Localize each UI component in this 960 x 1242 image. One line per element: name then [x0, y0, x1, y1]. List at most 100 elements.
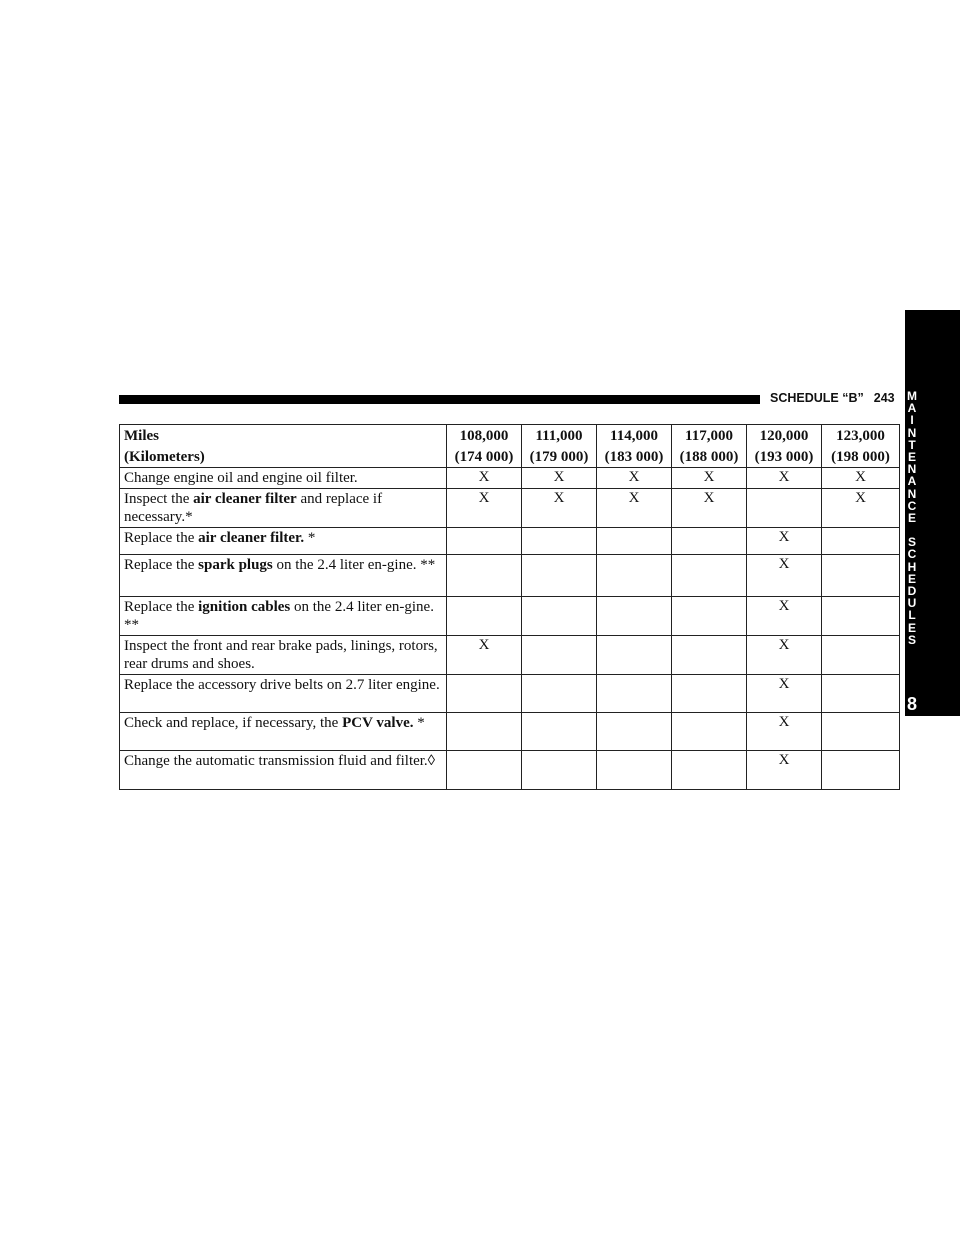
- service-mark-cell: [596, 712, 672, 751]
- interval-header-cell: 114,000 (183 000): [596, 424, 672, 468]
- tab-letter: I: [910, 413, 914, 428]
- interval-kilometers: (198 000): [831, 449, 890, 465]
- service-mark-cell: [521, 596, 597, 636]
- service-mark-cell: X: [746, 674, 822, 713]
- running-header: SCHEDULE “B” 243: [770, 391, 895, 405]
- service-mark-cell: [521, 527, 597, 555]
- tab-letter: A: [907, 401, 917, 416]
- service-mark-cell: X: [521, 467, 597, 489]
- interval-miles: 120,000: [759, 428, 809, 444]
- service-text: Replace the: [124, 599, 199, 615]
- service-text: Replace the: [124, 530, 199, 546]
- interval-kilometers: (179 000): [529, 449, 589, 465]
- service-mark-cell: [821, 674, 900, 713]
- service-mark-cell: [821, 750, 900, 790]
- service-text: *: [304, 530, 316, 546]
- tab-letter: E: [907, 510, 916, 525]
- service-mark-cell: X: [746, 596, 822, 636]
- service-text: on the 2.4 liter en-gine. **: [272, 557, 436, 573]
- service-description: Replace the air cleaner filter. *: [119, 527, 447, 555]
- interval-miles: 114,000: [610, 428, 658, 444]
- service-item-bold: PCV valve.: [342, 715, 414, 731]
- service-item-bold: ignition cables: [198, 599, 291, 615]
- service-mark-cell: [446, 596, 522, 636]
- service-text: and replace if necessary.*: [124, 491, 383, 525]
- section-title: SCHEDULE “B”: [770, 391, 864, 405]
- interval-kilometers: (188 000): [679, 449, 739, 465]
- service-description: Replace the accessory drive belts on 2.7…: [119, 674, 447, 713]
- service-mark-cell: X: [746, 554, 822, 597]
- service-mark-cell: X: [746, 635, 822, 675]
- tab-letter: L: [908, 608, 916, 623]
- service-item-bold: air cleaner filter: [193, 491, 297, 507]
- service-text: Replace the accessory drive belts on 2.7…: [124, 677, 440, 693]
- service-text: Change the automatic transmission fluid …: [124, 753, 436, 769]
- service-mark-cell: X: [671, 488, 747, 528]
- tab-letter: U: [907, 596, 917, 611]
- service-mark-cell: [821, 596, 900, 636]
- service-mark-cell: [671, 674, 747, 713]
- table-row: Change the automatic transmission fluid …: [119, 750, 900, 790]
- service-mark-cell: [446, 712, 522, 751]
- service-text: Inspect the: [124, 491, 194, 507]
- service-mark-cell: [821, 712, 900, 751]
- service-mark-cell: [596, 674, 672, 713]
- service-mark-cell: [521, 750, 597, 790]
- service-item-bold: air cleaner filter.: [198, 530, 305, 546]
- interval-header-cell: 111,000(179 000): [521, 424, 597, 468]
- interval-header-cell: 108,000(174 000): [446, 424, 522, 468]
- service-mark-cell: [446, 750, 522, 790]
- interval-kilometers: (183 000): [604, 449, 664, 465]
- service-mark-cell: [596, 750, 672, 790]
- tab-letter: C: [907, 498, 917, 513]
- service-mark-cell: X: [746, 712, 822, 751]
- tab-letter: A: [907, 474, 917, 489]
- service-mark-cell: X: [596, 488, 672, 528]
- service-mark-cell: [746, 488, 822, 528]
- service-mark-cell: X: [821, 488, 900, 528]
- tab-letter: N: [907, 462, 917, 477]
- tab-letter: E: [907, 571, 916, 586]
- page-number: 243: [873, 391, 895, 405]
- interval-miles: 108,000: [459, 428, 509, 444]
- table-row: Replace the air cleaner filter. *X: [119, 527, 900, 555]
- interval-miles: 117,000: [685, 428, 733, 444]
- service-mark-cell: X: [746, 750, 822, 790]
- service-mark-cell: [821, 527, 900, 555]
- table-row: Replace the spark plugs on the 2.4 liter…: [119, 554, 900, 597]
- service-mark-cell: [596, 596, 672, 636]
- service-description: Inspect the front and rear brake pads, l…: [119, 635, 447, 675]
- service-description: Change the automatic transmission fluid …: [119, 750, 447, 790]
- table-row: Inspect the air cleaner filter and repla…: [119, 488, 900, 528]
- service-text: Check and replace, if necessary, the: [124, 715, 343, 731]
- service-mark-cell: X: [671, 467, 747, 489]
- tab-letter: N: [907, 486, 917, 501]
- tab-letter: C: [907, 547, 917, 562]
- service-mark-cell: [446, 554, 522, 597]
- service-mark-cell: [596, 527, 672, 555]
- interval-kilometers: (193 000): [754, 449, 814, 465]
- service-mark-cell: X: [446, 635, 522, 675]
- service-description: Change engine oil and engine oil filter.: [119, 467, 447, 489]
- service-mark-cell: X: [446, 488, 522, 528]
- interval-header-cell: 123,000(198 000): [821, 424, 900, 468]
- table-row: Replace the ignition cables on the 2.4 l…: [119, 596, 900, 636]
- service-description: Check and replace, if necessary, the PCV…: [119, 712, 447, 751]
- service-mark-cell: [521, 554, 597, 597]
- service-mark-cell: [671, 596, 747, 636]
- service-text: on the 2.4 liter en-gine. **: [124, 599, 434, 633]
- service-mark-cell: [596, 635, 672, 675]
- interval-header-cell: 117,000 (188 000): [671, 424, 747, 468]
- kilometers-label: (Kilometers): [124, 449, 205, 465]
- service-item-bold: spark plugs: [198, 557, 273, 573]
- service-mark-cell: X: [596, 467, 672, 489]
- tab-letter: D: [907, 584, 917, 598]
- service-text: Replace the: [124, 557, 199, 573]
- service-mark-cell: X: [746, 467, 822, 489]
- maintenance-schedule-table: Miles (Kilometers) 108,000(174 000)111,0…: [119, 424, 900, 790]
- service-mark-cell: X: [521, 488, 597, 528]
- service-mark-cell: [671, 527, 747, 555]
- service-description: Replace the spark plugs on the 2.4 liter…: [119, 554, 447, 597]
